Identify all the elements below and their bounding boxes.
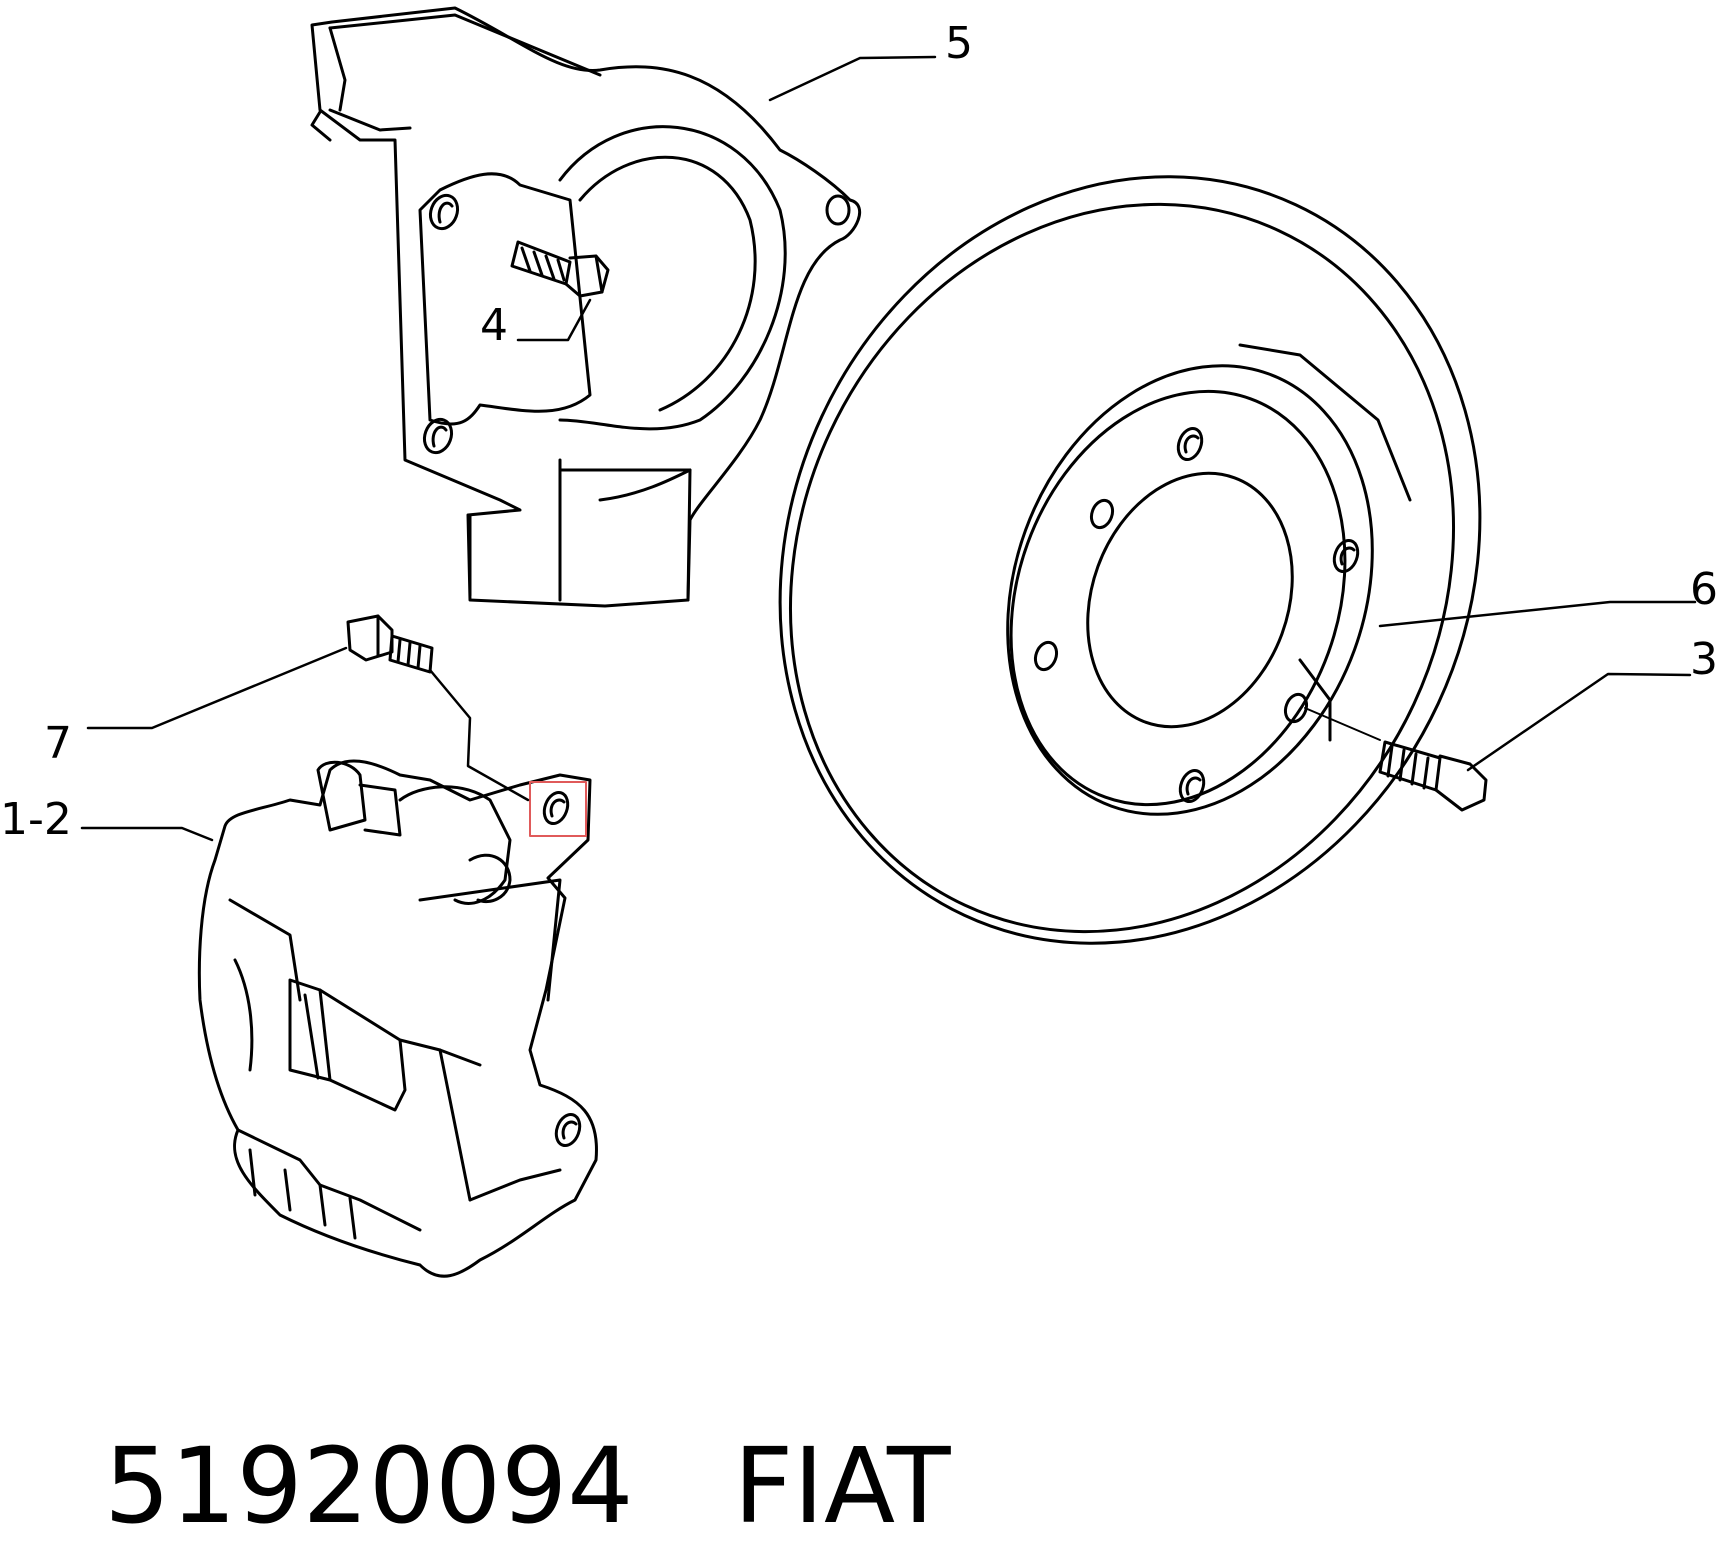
callout-6: 6	[1690, 564, 1717, 615]
leader-7	[86, 646, 348, 730]
part-caption: 51920094 FIAT	[38, 1330, 951, 1547]
wheel-stud-part	[1304, 707, 1488, 812]
brake-disc-part	[778, 175, 1482, 945]
brake-caliper-part	[197, 759, 598, 1278]
part-number: 51920094	[104, 1425, 634, 1547]
callout-4: 4	[480, 300, 508, 351]
leader-6	[1378, 600, 1697, 628]
brand-name: FIAT	[733, 1425, 951, 1547]
bolt-part-4	[510, 240, 610, 298]
leader-lines	[80, 55, 1697, 842]
callout-5: 5	[945, 18, 973, 69]
leader-5	[768, 55, 937, 102]
leader-4	[516, 298, 592, 342]
callout-3: 3	[1690, 634, 1717, 685]
leader-7b	[428, 668, 530, 802]
highlight-box	[529, 781, 587, 837]
callout-1-2: 1-2	[0, 794, 72, 845]
caliper-bolt-part-7	[346, 614, 434, 674]
leader-3	[1466, 672, 1692, 772]
leader-1-2	[80, 826, 214, 842]
dust-shield-part	[310, 6, 862, 608]
callout-7: 7	[44, 718, 72, 769]
